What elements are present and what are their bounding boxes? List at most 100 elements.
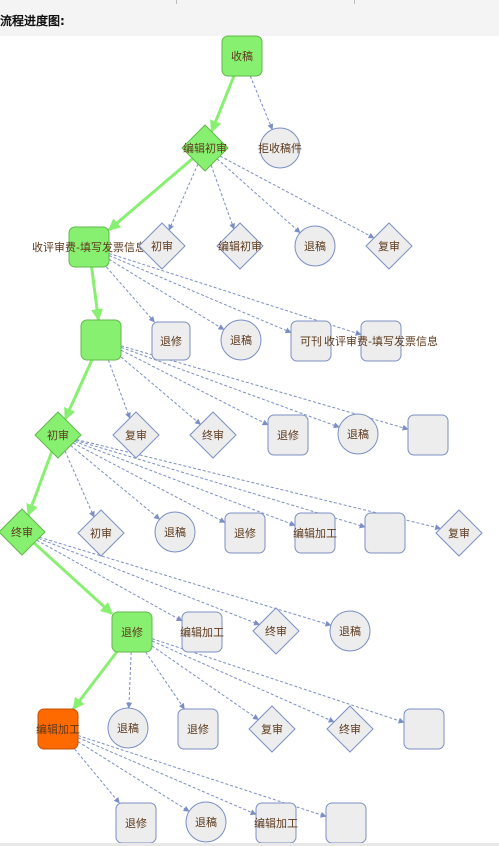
node-label: 初审: [47, 428, 69, 442]
flow-edge-n14-n23: [72, 442, 226, 523]
node-shape: [0, 508, 46, 556]
flow-node-rect[interactable]: 退修: [177, 708, 219, 750]
flow-node-rect[interactable]: [407, 414, 449, 456]
node-shape: [80, 319, 122, 361]
flow-node-circle[interactable]: 退稿: [220, 319, 262, 361]
node-shape: [325, 802, 367, 844]
flow-node-diamond[interactable]: 复审: [248, 705, 296, 753]
node-shape: [224, 512, 266, 554]
node-shape: [112, 411, 160, 459]
flow-node-rect[interactable]: [364, 512, 406, 554]
node-shape: [267, 414, 309, 456]
flow-edge-n20-n30: [39, 536, 332, 627]
node-shape: [151, 321, 191, 361]
node-shape: [220, 319, 262, 361]
flow-node-rect[interactable]: 收评审费-填写发票信息: [32, 226, 146, 268]
flow-node-circle[interactable]: 退稿: [294, 225, 336, 267]
flow-node-diamond[interactable]: 复审: [365, 222, 413, 270]
flow-node-rect[interactable]: 退修: [115, 802, 157, 844]
flow-node-diamond[interactable]: 终审: [0, 508, 46, 556]
node-shape: [216, 222, 264, 270]
flow-node-diamond[interactable]: 初审: [138, 222, 186, 270]
node-shape: [294, 225, 336, 267]
flow-node-rect[interactable]: [325, 802, 367, 844]
flow-edge-n14-n21: [64, 450, 95, 518]
node-shape: [326, 705, 374, 753]
node-shape: [177, 708, 219, 750]
flow-edge-n2-n5: [168, 163, 199, 231]
node-shape: [185, 801, 227, 843]
node-shape: [407, 414, 449, 456]
node-shape: [435, 509, 483, 557]
flow-node-rect[interactable]: 编辑加工: [293, 512, 337, 554]
node-label: 终审: [265, 624, 287, 638]
flow-node-diamond[interactable]: 复审: [112, 411, 160, 459]
node-label: 收评审费-填写发票信息: [32, 240, 146, 254]
node-label: 终审: [339, 722, 361, 736]
node-label: 退修: [234, 526, 256, 540]
flow-edge-n27-n35: [151, 640, 335, 723]
flow-node-circle[interactable]: 退稿: [185, 801, 227, 843]
flow-node-rect[interactable]: 退修: [111, 611, 153, 653]
node-label: 终审: [11, 525, 33, 539]
node-label: 可刊: [300, 335, 322, 348]
flow-edge-n9-n14: [63, 359, 94, 421]
flow-node-circle[interactable]: 退稿: [154, 511, 196, 553]
flow-node-rect[interactable]: 收稿: [221, 35, 263, 77]
flow-node-circle[interactable]: 退稿: [329, 610, 371, 652]
flow-edge-n1-n2: [210, 75, 236, 133]
node-label: 退稿: [304, 239, 326, 253]
flow-edge-n2-n6: [210, 164, 235, 230]
flow-node-rect[interactable]: 可刊: [290, 320, 332, 362]
flow-node-diamond[interactable]: 编辑初审: [181, 124, 229, 172]
flow-node-diamond[interactable]: 复审: [435, 509, 483, 557]
flow-node-diamond[interactable]: 编辑初审: [216, 222, 264, 270]
flow-node-circle[interactable]: 退稿: [107, 707, 149, 749]
flow-node-rect[interactable]: 编辑加工: [180, 611, 224, 653]
bottom-border: [0, 843, 499, 846]
flow-edge-n14-n24: [74, 440, 296, 527]
node-label: 复审: [448, 526, 470, 540]
flow-node-circle[interactable]: 退稿: [337, 413, 379, 455]
flow-edge-n31-n39: [77, 737, 257, 815]
flow-edge-n27-n32: [126, 651, 133, 709]
node-label: 复审: [261, 722, 283, 736]
node-label: 编辑加工: [254, 816, 298, 830]
node-shape: [77, 509, 125, 557]
header-bar: [0, 0, 499, 36]
node-shape: [37, 708, 79, 750]
node-shape: [154, 511, 196, 553]
flow-node-rect[interactable]: 退修: [224, 512, 266, 554]
node-shape: [365, 222, 413, 270]
flow-edge-n27-n31: [72, 651, 118, 710]
flow-edge-n9-n18: [120, 346, 340, 429]
flow-edge-n31-n38: [77, 741, 190, 812]
node-label: 退稿: [339, 624, 361, 638]
flow-node-diamond[interactable]: 终审: [326, 705, 374, 753]
flow-edge-n27-n36: [151, 638, 405, 724]
node-label: 复审: [125, 428, 147, 442]
flow-node-rect[interactable]: [403, 708, 445, 750]
flow-node-diamond[interactable]: 初审: [34, 411, 82, 459]
node-label: 编辑加工: [293, 526, 337, 540]
flow-node-diamond[interactable]: 初审: [77, 509, 125, 557]
flow-node-rect[interactable]: [80, 319, 122, 361]
flow-node-rect[interactable]: 收评审费-填写发票信息: [324, 320, 438, 362]
flow-edge-n14-n20: [26, 451, 54, 517]
flow-node-rect[interactable]: 退修: [151, 321, 191, 361]
flow-node-circle[interactable]: 拒收稿件: [258, 127, 302, 169]
flow-node-diamond[interactable]: 终审: [252, 607, 300, 655]
node-shape: [189, 411, 237, 459]
flow-edge-n4-n10: [106, 266, 155, 323]
flow-node-diamond[interactable]: 终审: [189, 411, 237, 459]
node-shape: [364, 512, 406, 554]
node-shape: [360, 320, 402, 362]
flow-node-rect[interactable]: 编辑加工: [36, 708, 80, 750]
node-label: 收评审费-填写发票信息: [324, 334, 438, 348]
flow-node-rect[interactable]: 退修: [267, 414, 309, 456]
node-label: 编辑初审: [218, 239, 262, 253]
flow-node-rect[interactable]: 编辑加工: [254, 802, 298, 844]
node-label: 终审: [202, 428, 224, 442]
flow-edge-n9-n16: [120, 356, 202, 425]
node-label: 退修: [160, 334, 182, 348]
